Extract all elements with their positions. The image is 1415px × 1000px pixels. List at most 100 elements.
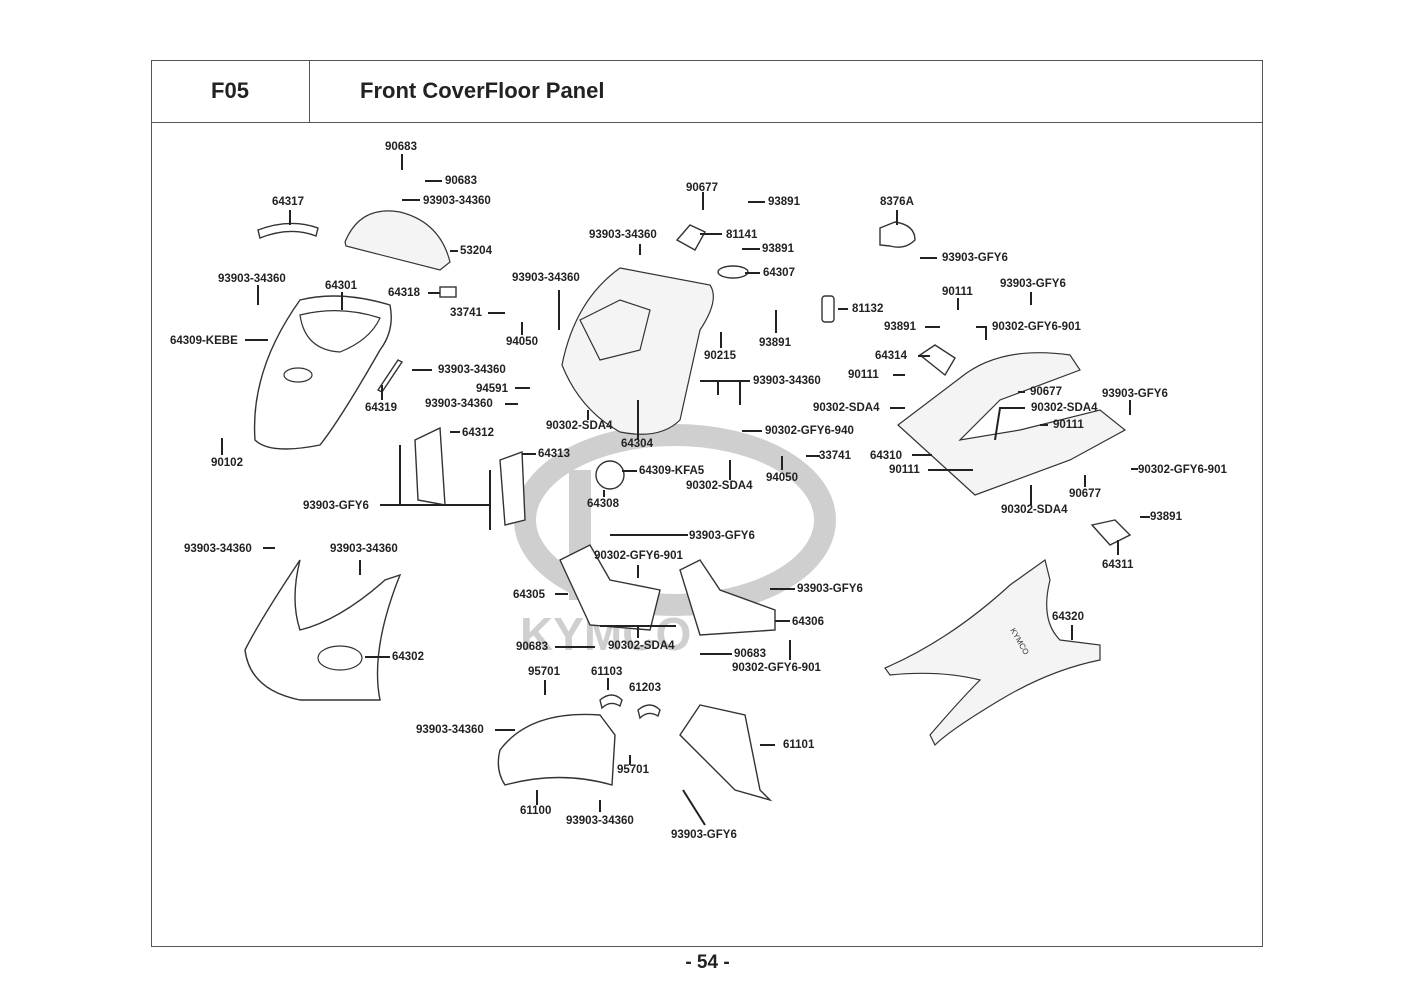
part-81132-frame (821, 295, 835, 323)
part-label: 90302-SDA4 (1031, 402, 1098, 414)
part-81141-lid (675, 224, 706, 251)
part-label: 90677 (686, 182, 718, 194)
part-64305-side-panel (559, 544, 661, 631)
part-label: 90302-SDA4 (1001, 504, 1068, 516)
part-label: 90111 (889, 464, 920, 476)
part-64310-floor-panel (897, 352, 1127, 496)
part-label: 61100 (520, 805, 552, 817)
part-label: 90111 (848, 369, 879, 381)
part-label: 33741 (450, 307, 482, 319)
part-64313-louver (499, 451, 526, 526)
section-code: F05 (151, 60, 310, 123)
part-64314-cover (918, 344, 956, 377)
part-label: 64302 (392, 651, 424, 663)
part-label: 64308 (587, 498, 619, 510)
page-title: Front CoverFloor Panel (310, 60, 1263, 123)
part-label: 90683 (516, 641, 548, 653)
part-label: 93903-GFY6 (671, 829, 737, 841)
part-label: 93903-34360 (753, 375, 821, 387)
part-61101-inner-cover (679, 704, 773, 802)
part-64311-trim (1090, 519, 1132, 546)
part-label: 90302-SDA4 (686, 480, 753, 492)
part-label: 90683 (445, 175, 477, 187)
part-label: 90302-SDA4 (546, 420, 613, 432)
part-label: 93903-34360 (438, 364, 506, 376)
part-64301-front-cover (253, 295, 392, 450)
part-label: 61103 (591, 666, 623, 678)
part-64320-floor-mat (884, 558, 1101, 747)
part-label: 61203 (629, 682, 661, 694)
part-label: 90683 (385, 141, 417, 153)
part-label: 90215 (704, 350, 736, 362)
part-label: 94050 (506, 336, 538, 348)
part-61103-clip (599, 694, 623, 710)
part-label: 93903-GFY6 (797, 583, 863, 595)
part-label: 93903-34360 (566, 815, 634, 827)
part-label: 93891 (759, 337, 791, 349)
part-label: 93903-34360 (425, 398, 493, 410)
part-64312-louver (414, 426, 446, 506)
part-64318-pad (439, 286, 457, 298)
part-label: 61101 (783, 739, 815, 751)
part-53204-windshield (344, 210, 451, 271)
part-label: 95701 (617, 764, 649, 776)
part-label: 93903-34360 (512, 272, 580, 284)
part-label: 33741 (819, 450, 851, 462)
part-label: 64319 (365, 402, 397, 414)
part-label: 90677 (1030, 386, 1062, 398)
part-61100-inner-cover (497, 713, 616, 786)
part-label: 90302-SDA4 (608, 640, 675, 652)
part-64306-side-panel (679, 559, 776, 636)
part-label: 93891 (768, 196, 800, 208)
part-label: 64309-KFA5 (639, 465, 705, 477)
part-label: 90302-GFY6-901 (992, 321, 1081, 333)
part-label: 90677 (1069, 488, 1101, 500)
part-label: 64313 (538, 448, 570, 460)
part-label: 64317 (272, 196, 304, 208)
part-label: 90102 (211, 457, 243, 469)
part-label: 81132 (852, 303, 884, 315)
part-label: 64307 (763, 267, 795, 279)
part-label: 90302-GFY6-940 (765, 425, 854, 437)
part-label: 93891 (1150, 511, 1182, 523)
part-label: 90683 (734, 648, 766, 660)
part-label: 93903-34360 (184, 543, 252, 555)
part-label: 64312 (462, 427, 494, 439)
part-label: 93903-34360 (423, 195, 491, 207)
part-label: 94591 (476, 383, 508, 395)
part-label: 93903-GFY6 (1102, 388, 1168, 400)
part-label: 64311 (1102, 559, 1134, 571)
part-label: 93891 (762, 243, 794, 255)
part-label: 90111 (942, 286, 973, 298)
part-label: 81141 (726, 229, 758, 241)
diagram-frame (151, 60, 1263, 947)
part-label: 93903-34360 (416, 724, 484, 736)
part-label: 90111 (1053, 419, 1084, 431)
part-64307-cap (717, 265, 749, 279)
part-64319-bracket (376, 359, 404, 393)
part-label: 90302-SDA4 (813, 402, 880, 414)
leader-lines (221, 154, 1150, 826)
part-label: 93903-34360 (218, 273, 286, 285)
part-label: 64318 (388, 287, 420, 299)
part-label: 64320 (1052, 611, 1084, 623)
part-label: 64309-KEBE (170, 335, 238, 347)
part-label: 94050 (766, 472, 798, 484)
part-label: 64304 (621, 438, 653, 450)
part-label: 53204 (460, 245, 492, 257)
part-61203-clip (637, 704, 661, 720)
part-label: 8376A (880, 196, 914, 208)
part-label: 64310 (870, 450, 902, 462)
part-label: 90302-GFY6-901 (1138, 464, 1227, 476)
part-label: 93891 (884, 321, 916, 333)
part-label: 93903-34360 (330, 543, 398, 555)
part-label: 93903-GFY6 (942, 252, 1008, 264)
part-label: 93903-GFY6 (689, 530, 755, 542)
part-label: 93903-GFY6 (1000, 278, 1066, 290)
part-64308-cup (595, 460, 625, 490)
part-label: 93903-34360 (589, 229, 657, 241)
part-label: 64306 (792, 616, 824, 628)
part-64317-trim (257, 222, 319, 239)
part-label: 90302-GFY6-901 (732, 662, 821, 674)
